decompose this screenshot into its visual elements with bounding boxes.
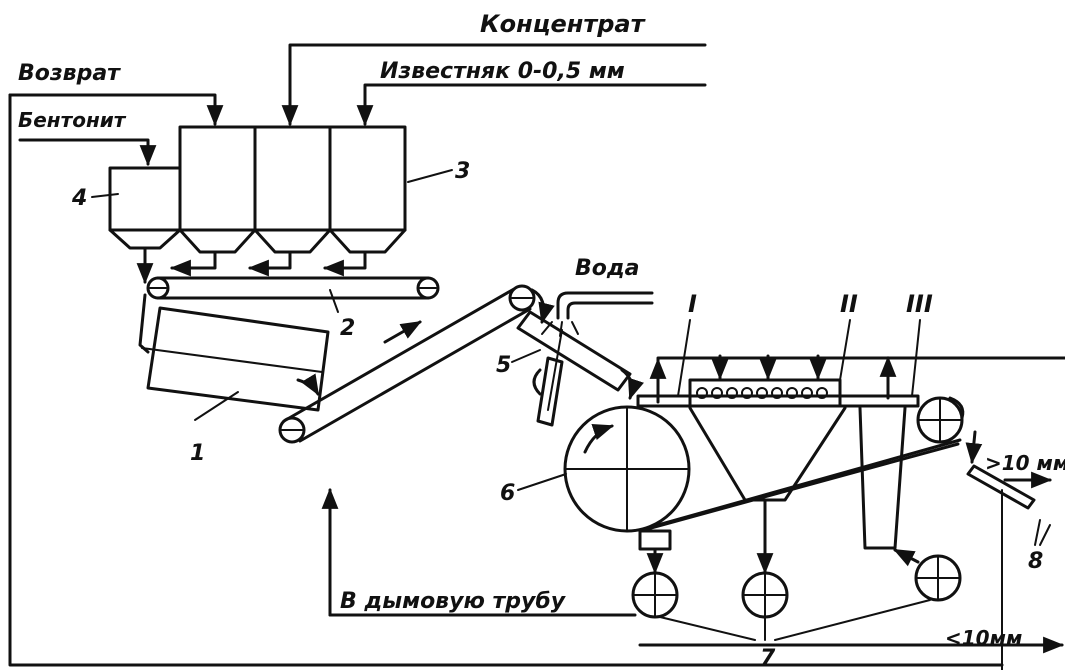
burner-row <box>696 387 828 399</box>
pelletizer-5 <box>516 310 644 427</box>
mixing-drum-1 <box>138 293 330 412</box>
chimney-line <box>321 487 637 617</box>
bins-group <box>108 125 407 285</box>
coarse-product-label: >10 мм <box>985 451 1065 475</box>
chimney-label: В дымовую трубу <box>340 589 567 614</box>
number-4: 4 <box>71 186 87 211</box>
number-7: 7 <box>760 646 776 670</box>
concentrate-feed-line <box>281 43 707 127</box>
screen-8 <box>965 430 1053 670</box>
number-8: 8 <box>1028 549 1043 574</box>
conveyor-2 <box>146 276 440 300</box>
number-3: 3 <box>455 159 470 184</box>
number-6: 6 <box>500 481 515 506</box>
return-loop-line <box>8 93 1004 667</box>
water-label: Вода <box>575 256 640 281</box>
zone-2-label: II <box>840 290 858 318</box>
concentrate-label: Концентрат <box>480 10 647 38</box>
bentonite-feed-line <box>18 138 157 167</box>
limestone-label: Известняк 0-0,5 мм <box>380 59 625 84</box>
return-feed-line <box>8 93 224 127</box>
fine-product-label: <10мм <box>945 626 1022 650</box>
bentonite-label: Бентонит <box>18 108 127 132</box>
zone-3-label: III <box>906 290 933 318</box>
water-pipe <box>541 291 654 337</box>
number-2: 2 <box>340 316 355 341</box>
leader-lines <box>91 169 1041 546</box>
fans-7 <box>631 498 962 641</box>
return-label: Возврат <box>18 61 121 86</box>
zone-1-label: I <box>688 290 697 318</box>
number-5: 5 <box>496 353 511 378</box>
bin-3-row <box>178 125 407 232</box>
bin-4 <box>108 166 182 232</box>
inclined-conveyor <box>278 284 555 444</box>
number-1: 1 <box>190 441 205 466</box>
sintering-machine <box>563 319 1065 551</box>
limestone-feed-line <box>356 83 707 127</box>
